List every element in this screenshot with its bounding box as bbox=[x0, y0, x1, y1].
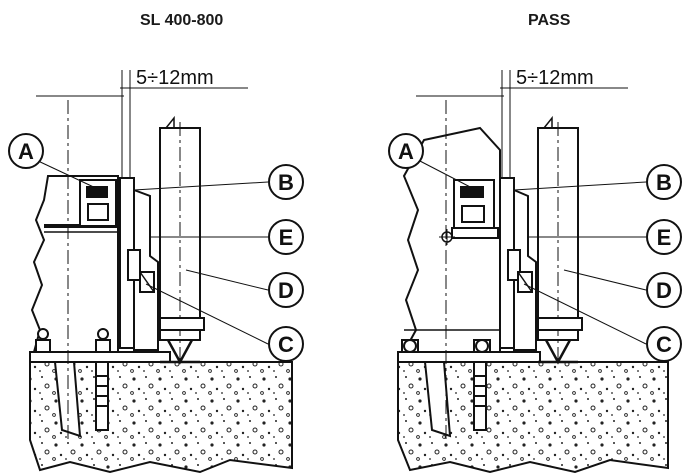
callout-a: A bbox=[388, 133, 424, 169]
svg-text:B: B bbox=[656, 170, 672, 195]
dimension-label: 5÷12mm bbox=[516, 67, 594, 89]
callout-a: A bbox=[8, 133, 44, 169]
svg-text:C: C bbox=[656, 332, 672, 357]
dimension-label: 5÷12mm bbox=[136, 67, 214, 89]
svg-text:C: C bbox=[278, 332, 294, 357]
panel-left-drawing: 5÷12mm A B E D C bbox=[8, 67, 304, 474]
callout-c: C bbox=[646, 326, 682, 362]
svg-text:E: E bbox=[279, 225, 294, 250]
callout-e: E bbox=[646, 219, 682, 255]
svg-text:A: A bbox=[398, 139, 414, 164]
callout-d: D bbox=[268, 272, 304, 308]
base-nut bbox=[35, 328, 111, 353]
svg-text:B: B bbox=[278, 170, 294, 195]
base-plate bbox=[397, 351, 541, 363]
svg-text:E: E bbox=[657, 225, 672, 250]
guide-rail bbox=[538, 339, 578, 365]
callout-b: B bbox=[646, 164, 682, 200]
anchor-bolt bbox=[423, 361, 487, 438]
panel-title-pass: PASS bbox=[528, 12, 571, 29]
anchor-bolt bbox=[53, 361, 109, 438]
svg-text:D: D bbox=[278, 278, 294, 303]
svg-text:D: D bbox=[656, 278, 672, 303]
guide-rail bbox=[160, 339, 200, 365]
callout-c: C bbox=[268, 326, 304, 362]
concrete-foundation bbox=[397, 361, 669, 474]
svg-text:A: A bbox=[18, 139, 34, 164]
base-plate bbox=[29, 351, 171, 363]
callout-e: E bbox=[268, 219, 304, 255]
panel-right-drawing: 5÷12mm A B E D C bbox=[388, 67, 682, 474]
callout-b: B bbox=[268, 164, 304, 200]
panel-title-sl-400-800: SL 400-800 bbox=[140, 12, 224, 29]
callout-d: D bbox=[646, 272, 682, 308]
base-nut bbox=[401, 339, 491, 353]
